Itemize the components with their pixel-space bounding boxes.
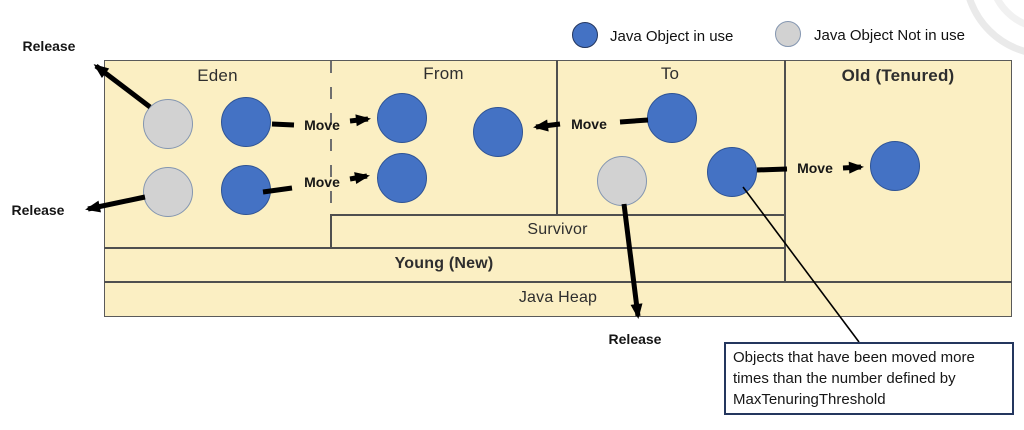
move-label: Move xyxy=(304,174,340,190)
release-label: Release xyxy=(11,202,65,218)
java-object-eden-in-use-1 xyxy=(221,97,271,147)
region-label-survivor: Survivor xyxy=(527,221,588,238)
java-object-to-in-use-2 xyxy=(707,147,757,197)
java-object-from-in-use-1 xyxy=(377,93,427,143)
to-old-divider xyxy=(784,60,786,282)
java-object-from-in-use-3 xyxy=(473,107,523,157)
java-object-eden-not-in-use-1 xyxy=(143,99,193,149)
survivor-top-line xyxy=(331,214,784,216)
region-label-eden: Eden xyxy=(197,66,238,85)
annotation-text: Objects that have been moved more times … xyxy=(733,349,975,408)
release-label: Release xyxy=(608,331,662,347)
region-label-java-heap: Java Heap xyxy=(518,289,598,306)
release-label: Release xyxy=(22,38,76,54)
java-object-eden-in-use-2 xyxy=(221,165,271,215)
region-label-to: To xyxy=(660,64,680,83)
java-object-old-in-use xyxy=(870,141,920,191)
java-object-not-in-use-icon xyxy=(775,21,801,47)
java-object-to-not-in-use xyxy=(597,156,647,206)
region-label-from: From xyxy=(423,64,464,83)
move-label: Move xyxy=(304,117,340,133)
region-label-old-tenured: Old (Tenured) xyxy=(841,66,955,85)
survivor-left-line xyxy=(330,214,332,247)
java-object-to-in-use-1 xyxy=(647,93,697,143)
legend-not-in-use-label: Java Object Not in use xyxy=(814,27,965,44)
java-object-from-in-use-2 xyxy=(377,153,427,203)
from-to-divider xyxy=(556,60,558,215)
legend-in-use-label: Java Object in use xyxy=(610,28,734,45)
java-object-eden-not-in-use-2 xyxy=(143,167,193,217)
java-heap-top-line xyxy=(104,281,1012,283)
java-object-in-use-icon xyxy=(572,22,598,48)
eden-from-dashed-divider xyxy=(330,61,332,214)
region-label-young: Young (New) xyxy=(394,255,494,272)
move-label: Move xyxy=(571,116,607,132)
move-label: Move xyxy=(797,160,833,176)
young-top-line xyxy=(104,247,784,249)
annotation-box: Objects that have been moved more times … xyxy=(724,342,1014,415)
